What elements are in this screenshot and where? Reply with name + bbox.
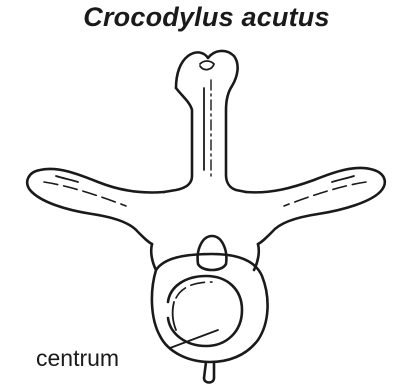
centrum-label: centrum <box>36 345 119 372</box>
left-process-inner <box>56 176 78 182</box>
left-process-dashed <box>44 182 126 206</box>
neural-spine-left-edge <box>164 88 192 192</box>
right-process-inner <box>332 176 354 182</box>
neural-arch-left <box>151 244 156 270</box>
spine-knob-detail <box>200 61 214 70</box>
ventral-keel <box>204 362 214 383</box>
left-transverse-process <box>27 169 164 244</box>
centrum-dashed-rim <box>176 282 212 298</box>
right-transverse-process <box>246 168 385 244</box>
centrum-inner-rim <box>173 302 176 330</box>
